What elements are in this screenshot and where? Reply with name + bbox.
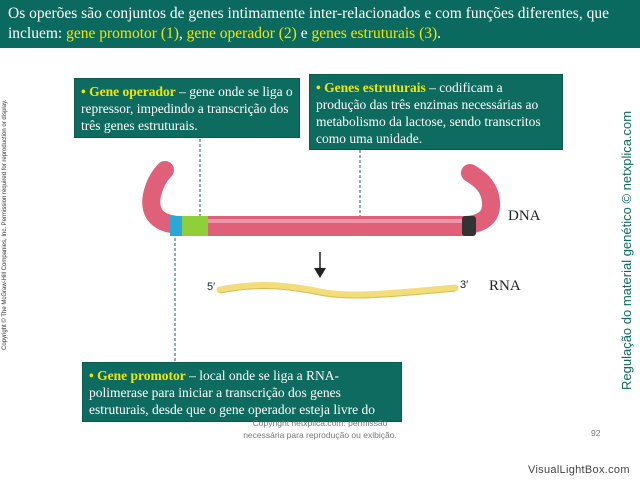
header-sep: , — [178, 25, 187, 42]
watermark-link[interactable]: VisualLightBox.com — [528, 464, 630, 476]
dna-right-curl — [453, 164, 501, 234]
callout-gene-operador: • Gene operador – gene onde se liga o re… — [74, 78, 300, 138]
callout-estruturais-title: • Genes estruturais — [316, 80, 426, 95]
header-sep: e — [296, 25, 312, 42]
promoter-segment — [170, 216, 182, 236]
side-title-text: Regulação do material genético © netxpli… — [619, 110, 634, 390]
three-prime-label: 3′ — [460, 279, 469, 291]
callout-genes-estruturais: • Genes estruturais – codificam a produç… — [309, 74, 563, 150]
side-title-right: Regulação do material genético © netxpli… — [619, 111, 639, 390]
header-text: Os operões são conjuntos de genes intima… — [8, 5, 609, 42]
rna-strand — [216, 282, 459, 299]
header-gene-operador: gene operador (2) — [186, 25, 297, 42]
dna-highlight — [175, 219, 475, 223]
header-genes-estruturais: genes estruturais (3) — [311, 25, 438, 42]
header-end: . — [437, 25, 442, 42]
rna-label: RNA — [489, 278, 521, 294]
page-number: 92 — [591, 428, 601, 438]
footer-copyright: Copyright netxplica.com: permissão neces… — [230, 417, 410, 441]
operator-segment — [182, 216, 208, 236]
callout-promotor-title: • Gene promotor — [89, 368, 186, 383]
header-gene-promotor: gene promotor (1) — [66, 25, 179, 42]
callout-promotor-text: – local onde se liga a RNA-polimerase pa… — [89, 368, 376, 434]
callout-estruturais-text: – codificam a produção das três enzimas … — [316, 80, 541, 146]
callout-operador-text: – gene onde se liga o repressor, impedin… — [81, 84, 293, 133]
copyright-side-text: Copyright © The McGraw-Hill Companies, I… — [2, 99, 8, 350]
callout-operador-title: • Gene operador — [81, 84, 176, 99]
header-banner: Os operões são conjuntos de genes intima… — [0, 0, 640, 48]
copyright-side-left: Copyright © The McGraw-Hill Companies, I… — [2, 90, 10, 350]
transcription-arrow-head — [314, 268, 326, 278]
dna-end-cap — [462, 216, 476, 236]
dna-label: DNA — [508, 208, 541, 224]
five-prime-label: 5′ — [207, 281, 216, 293]
footer-line-2: necessária para reprodução ou exibição. — [243, 430, 397, 440]
dna-left-curl — [142, 161, 191, 234]
callout-gene-promotor: • Gene promotor – local onde se liga a R… — [82, 362, 402, 434]
footer-line-1: Copyright netxplica.com: permissão — [252, 418, 388, 428]
